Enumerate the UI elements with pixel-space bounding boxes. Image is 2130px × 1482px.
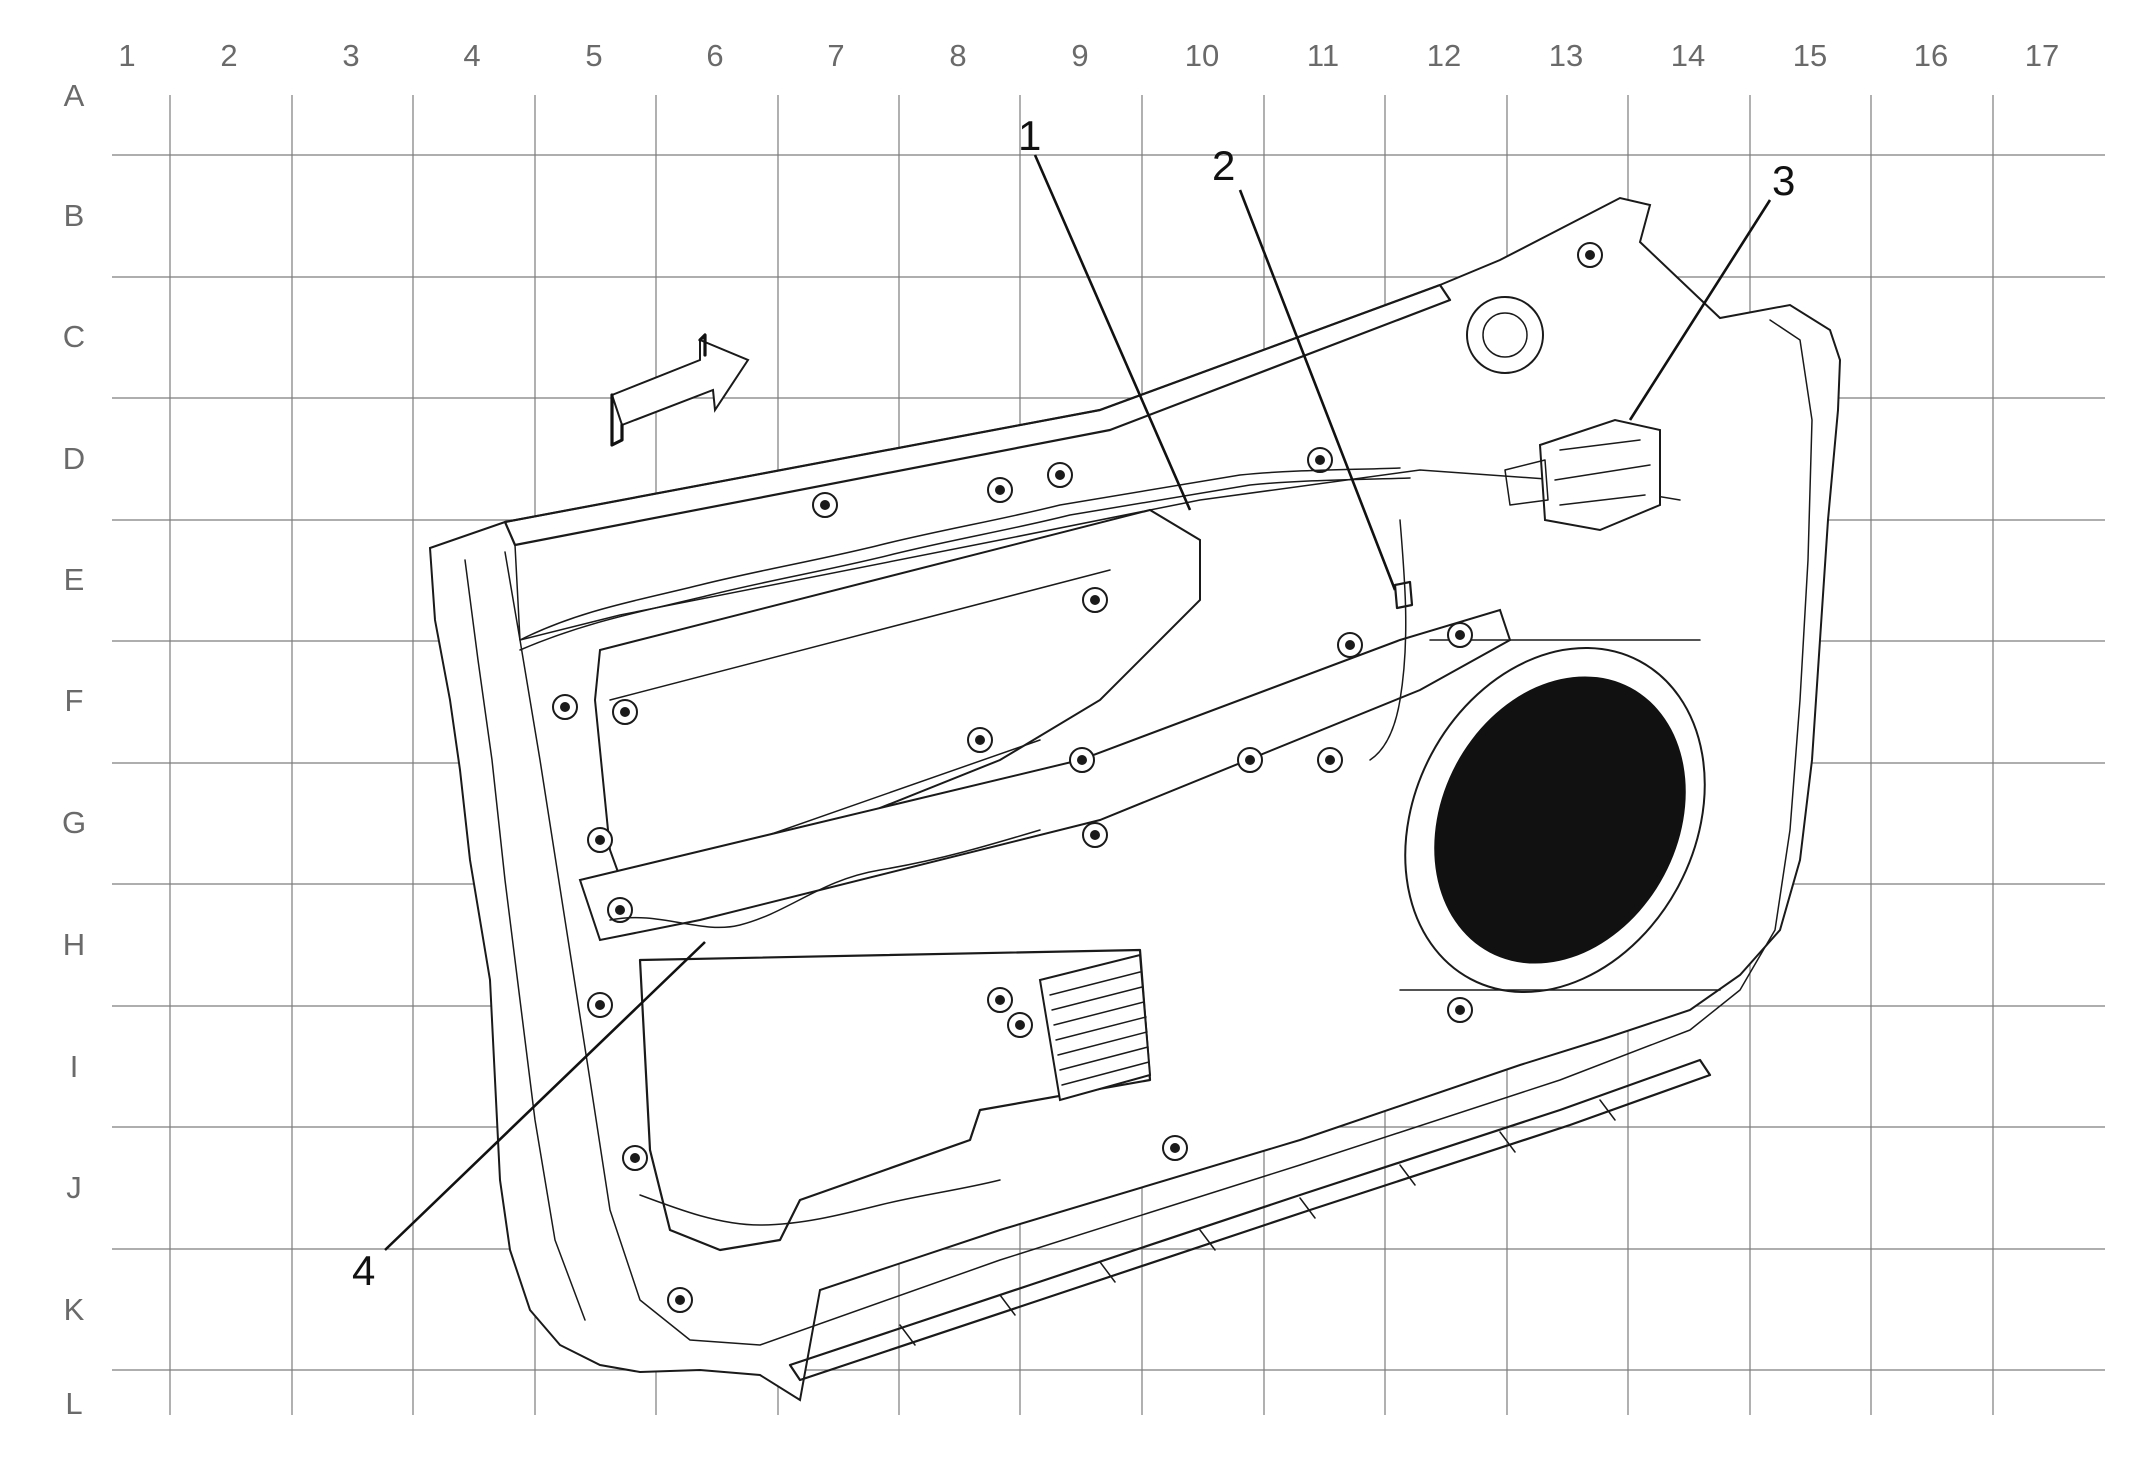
speaker-grille [1399, 639, 1721, 993]
callout-1-leader [1033, 154, 1192, 511]
column-label: 6 [706, 38, 723, 73]
column-label: 9 [1071, 38, 1088, 73]
direction-arrow-icon [610, 338, 750, 427]
row-label: G [62, 805, 86, 840]
callout-4: 4 [352, 1247, 375, 1294]
row-label: D [63, 441, 85, 476]
fastener-hole [1455, 630, 1465, 640]
upper-rail-lower-edge [514, 469, 1681, 641]
callout-leaders [384, 154, 1772, 1251]
column-label: 11 [1307, 38, 1339, 73]
column-label: 2 [220, 38, 237, 73]
column-label: 3 [342, 38, 359, 73]
fastener-hole [615, 905, 625, 915]
fastener-hole [560, 702, 570, 712]
row-label: F [65, 683, 84, 718]
fastener-hole [1170, 1143, 1180, 1153]
row-labels: A B C D E F G H I J K L [62, 78, 86, 1421]
callout-3: 3 [1772, 157, 1795, 204]
mid-rail [578, 608, 1512, 942]
fastener-hole [1055, 470, 1065, 480]
row-label: H [63, 927, 85, 962]
callout-4-leader [384, 941, 706, 1251]
column-label: 14 [1671, 38, 1705, 73]
tweeter [1466, 296, 1544, 374]
wire-harness-lower [609, 829, 1041, 929]
row-label: K [64, 1292, 85, 1327]
sill-ribs [899, 1099, 1616, 1346]
row-label: I [70, 1049, 79, 1084]
panel-inner-rib [504, 319, 1813, 1346]
fastener-hole [620, 707, 630, 717]
fastener-hole [995, 485, 1005, 495]
fastener-hole [1315, 455, 1325, 465]
column-label: 1 [118, 38, 135, 73]
fastener-hole [1455, 1005, 1465, 1015]
lower-sill-strip [788, 1058, 1712, 1382]
wire-harness-bottom [639, 1179, 1001, 1226]
row-label: E [64, 562, 85, 597]
column-label: 16 [1914, 38, 1948, 73]
fastener-hole [595, 835, 605, 845]
column-label: 15 [1793, 38, 1827, 73]
column-label: 13 [1549, 38, 1583, 73]
fastener-hole [675, 1295, 685, 1305]
wire-harness-upper [519, 467, 1401, 641]
callout-3-leader [1628, 199, 1772, 421]
fastener-hole [820, 500, 830, 510]
row-label: J [66, 1170, 82, 1205]
fastener-hole [1585, 250, 1595, 260]
fastener-hole [1015, 1020, 1025, 1030]
vent-grille [1038, 953, 1152, 1102]
column-label: 10 [1185, 38, 1219, 73]
armrest [593, 508, 1201, 907]
fastener-hole [595, 1000, 605, 1010]
fastener-hole [1245, 755, 1255, 765]
fastener-bosses [552, 242, 1603, 1313]
column-label: 12 [1427, 38, 1461, 73]
door-panel [428, 196, 1842, 1402]
fastener-hole [1325, 755, 1335, 765]
panel-outer-rib [464, 559, 586, 1321]
fastener-hole [1077, 755, 1087, 765]
row-label: L [65, 1386, 82, 1421]
row-label: C [63, 319, 85, 354]
row-label: A [64, 78, 85, 113]
row-label: B [64, 198, 85, 233]
fastener-hole [1090, 830, 1100, 840]
fastener-hole [995, 995, 1005, 1005]
column-label: 8 [949, 38, 966, 73]
column-label: 7 [827, 38, 844, 73]
fastener-hole [1090, 595, 1100, 605]
callout-1: 1 [1018, 112, 1041, 159]
fastener-hole [630, 1153, 640, 1163]
fastener-hole [1345, 640, 1355, 650]
wire-harness-vertical [1369, 519, 1407, 761]
pull-handle-cup [1504, 418, 1661, 532]
callout-2: 2 [1212, 142, 1235, 189]
column-label: 17 [2025, 38, 2059, 73]
callout-2-leader [1238, 189, 1397, 591]
wire-harness-upper-b [519, 477, 1411, 651]
fastener-hole [975, 735, 985, 745]
column-label: 5 [585, 38, 602, 73]
connector [1393, 580, 1414, 610]
direction-arrow-shadow [610, 393, 624, 447]
column-label: 4 [463, 38, 480, 73]
